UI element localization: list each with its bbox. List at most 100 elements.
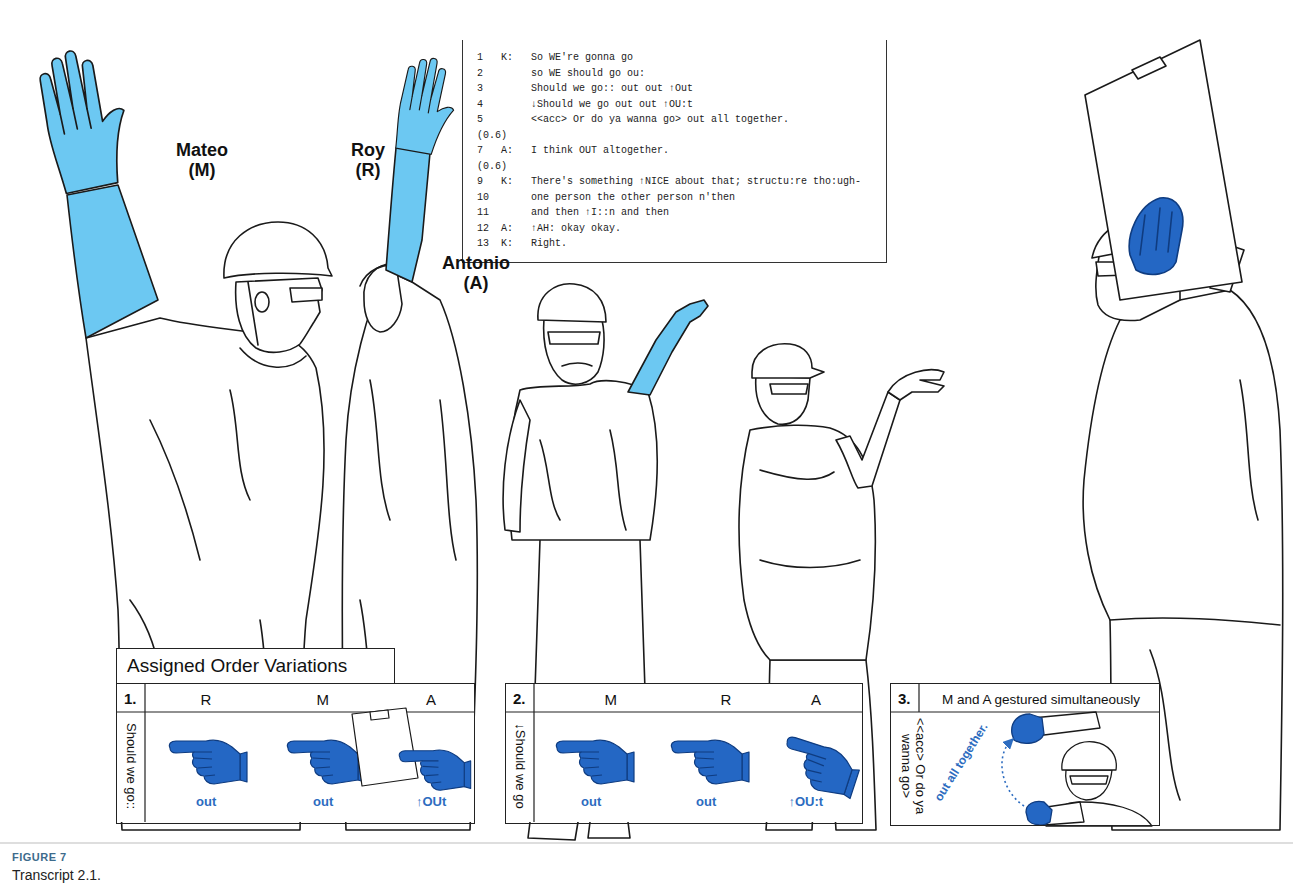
- instructor-figure: [752, 344, 824, 378]
- mateo-figure: [236, 278, 322, 352]
- column-header: A: [811, 691, 821, 708]
- antonio-figure: [544, 318, 604, 384]
- column-header: A: [426, 691, 436, 708]
- antonio-figure: [503, 400, 530, 532]
- clipboard: [352, 708, 418, 786]
- panel-heading: M and A gestured simultaneously: [942, 692, 1140, 707]
- panel-grid-line: [116, 683, 475, 822]
- antonio-figure: [538, 284, 606, 322]
- utterance-text: Should we go::: [124, 714, 138, 818]
- panel-figure: [1012, 714, 1044, 743]
- gesture-word: out: [196, 794, 216, 809]
- panel-number: 2.: [513, 690, 526, 707]
- gesture-word: out: [696, 794, 716, 809]
- panel-figure: [1002, 712, 1152, 826]
- column-header: M: [317, 691, 330, 708]
- gesture-word: out: [581, 794, 601, 809]
- variation-panel: 3. M and A gestured simultaneously <<acc> …: [890, 683, 1160, 826]
- antonio-figure: [562, 363, 592, 366]
- transcript-line: 9 K: There's something ↑NICE about that;…: [477, 174, 874, 190]
- figure-caption: Transcript 2.1.: [12, 867, 101, 883]
- antonio-figure: [548, 332, 600, 344]
- panel-number: 3.: [898, 690, 911, 707]
- panel-figure: [1066, 770, 1112, 800]
- transcript-line: 7 A: I think OUT altogether.: [477, 143, 874, 159]
- utterance-text: ↓Should we go: [513, 714, 527, 818]
- instructor-figure: [760, 470, 860, 568]
- antonio-figure: [535, 540, 645, 690]
- mateo-figure: [224, 222, 332, 278]
- pointing-hand: [399, 750, 470, 790]
- instructor-figure: [836, 392, 900, 488]
- variation-panel: 2. M R A ↓Should we go out out ↑OU:t: [505, 683, 863, 824]
- illustration: [33, 40, 1283, 840]
- mateo-figure: [33, 43, 138, 195]
- clipboard: [352, 708, 418, 786]
- panel-ground: [505, 683, 863, 822]
- panel-number: 1.: [124, 690, 137, 707]
- pointing-hand: [776, 735, 863, 801]
- participant-name: Roy (R): [351, 140, 385, 180]
- transcript-line: 5 <<acc> Or do ya wanna go> out all toge…: [477, 112, 874, 128]
- transcript-line: 12 A: ↑AH: okay okay.: [477, 221, 874, 237]
- clipboard-holder-figure: [1129, 198, 1183, 275]
- mateo-figure: [290, 288, 322, 302]
- transcript-box: 1 K: So WE're gonna go2 so WE should go …: [462, 40, 887, 263]
- instructor-figure: [756, 376, 810, 424]
- antonio-figure: [628, 300, 708, 395]
- panel-figure: [1026, 801, 1052, 824]
- column-header: R: [721, 691, 732, 708]
- gesture-word: ↑OU:t: [789, 794, 824, 809]
- panel-ground: [890, 683, 1160, 826]
- clipboard-holder-figure: [1132, 57, 1166, 79]
- motion-arc: [1002, 742, 1024, 806]
- frame-rule: [0, 843, 1293, 844]
- panel-figure: [1062, 742, 1116, 770]
- panel-ground: [116, 683, 1160, 826]
- instructor-figure: [770, 384, 808, 394]
- panel-ground: [116, 683, 475, 822]
- panel-figure: [1070, 776, 1108, 784]
- pointing-hand: [556, 740, 634, 784]
- column-header: R: [201, 691, 212, 708]
- transcript-line: 3 Should we go:: out out ↑Out: [477, 81, 874, 97]
- transcript-line: 1 K: So WE're gonna go: [477, 50, 874, 66]
- antonio-figure: [540, 430, 626, 530]
- instructor-figure: [888, 370, 944, 400]
- participant-name: Antonio (A): [442, 253, 510, 293]
- antonio-figure: [509, 381, 658, 540]
- pointing-hand: [287, 740, 365, 784]
- panel-grid-line: [505, 683, 863, 822]
- transcript-line: 10 one person the other person n'then: [477, 190, 874, 206]
- transcript-line: 4 ↓Should we go out out ↑OU:t: [477, 97, 874, 113]
- transcript-line: (0.6): [477, 128, 874, 144]
- column-header: M: [605, 691, 618, 708]
- transcript-line: (0.6): [477, 159, 874, 175]
- figure-number: FIGURE 7: [12, 851, 67, 863]
- clipboard-holder-figure: [1140, 208, 1172, 255]
- transcript-line: 11 and then ↑I::n and then: [477, 205, 874, 221]
- gesture-word: ↑OUt: [416, 794, 446, 809]
- transcript-line: 13 K: Right.: [477, 236, 874, 252]
- panel-heading-tab: Assigned Order Variations: [116, 648, 395, 683]
- mateo-figure: [255, 292, 269, 312]
- mateo-figure: [248, 282, 258, 345]
- gesture-word: out: [313, 794, 333, 809]
- mateo-figure: [67, 185, 158, 338]
- utterance-text: <<acc> Or do ya wanna go>: [899, 716, 927, 816]
- panel-grid-line: [116, 683, 1160, 822]
- participant-name: Mateo (M): [176, 140, 228, 180]
- transcript-line: 2 so WE should go ou:: [477, 66, 874, 82]
- clipboard-holder-figure: [1085, 40, 1242, 300]
- gesture-word: out all together.: [929, 716, 994, 808]
- antonio-figure: [528, 822, 630, 840]
- pointing-hand: [671, 740, 749, 784]
- roy-figure: [386, 142, 431, 282]
- panel-grid-line: [890, 683, 1160, 712]
- roy-figure: [393, 54, 462, 157]
- variation-panel: 1. R M AShould we go::out out ↑OUt: [116, 683, 475, 824]
- panel-heading: Assigned Order Variations: [127, 654, 384, 678]
- pointing-hand: [169, 740, 247, 784]
- clipboard: [370, 710, 389, 720]
